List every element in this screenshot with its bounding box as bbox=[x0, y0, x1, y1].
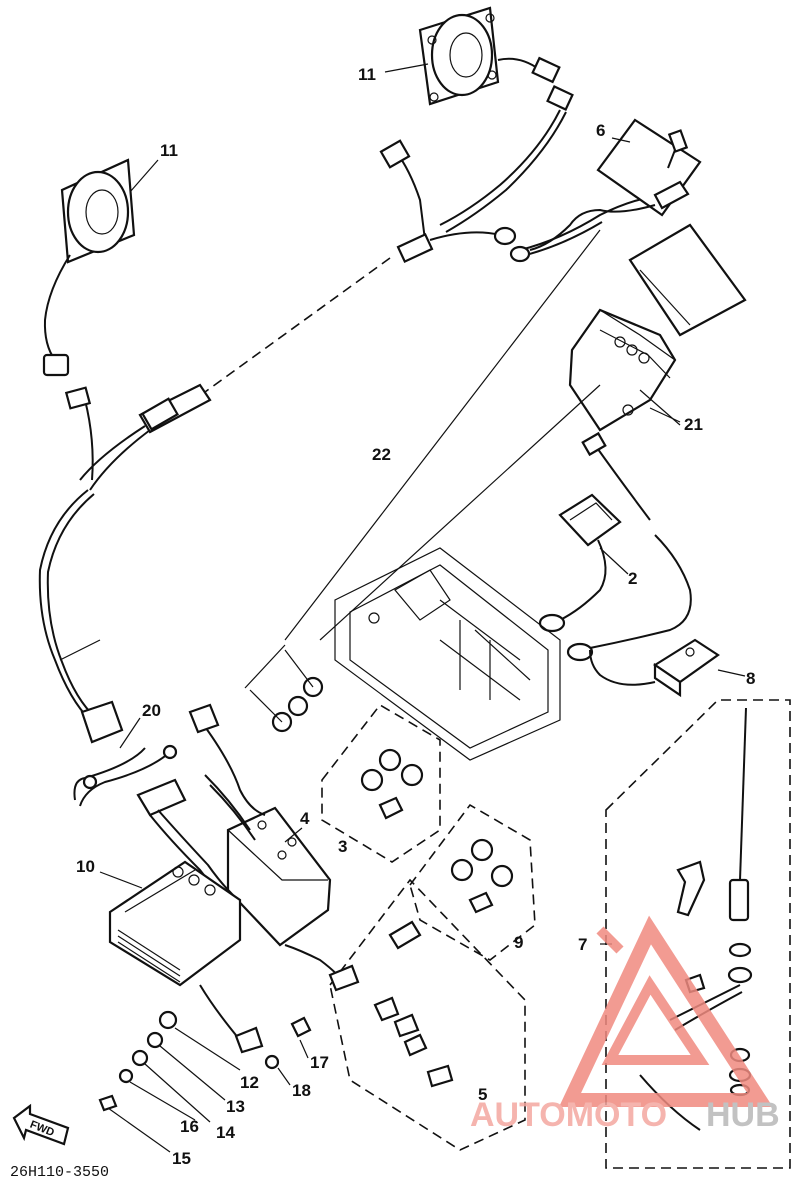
part-4-control-unit bbox=[136, 703, 360, 992]
label-21: 21 bbox=[684, 415, 703, 434]
label-7: 7 bbox=[578, 935, 587, 954]
label-8: 8 bbox=[746, 669, 755, 688]
label-6: 6 bbox=[596, 121, 605, 140]
label-3: 3 bbox=[338, 837, 347, 856]
part-20-wire bbox=[73, 744, 178, 807]
label-16: 16 bbox=[180, 1117, 199, 1136]
label-17: 17 bbox=[310, 1053, 329, 1072]
label-2: 2 bbox=[628, 569, 637, 588]
speaker-left bbox=[42, 158, 136, 377]
dashed-group-9 bbox=[409, 803, 536, 961]
label-12: 12 bbox=[240, 1073, 259, 1092]
leader-lines bbox=[99, 63, 746, 945]
watermark-text-part2: HUB bbox=[706, 1096, 780, 1134]
label-13: 13 bbox=[226, 1097, 245, 1116]
part-6-cover bbox=[529, 118, 702, 251]
dashed-group-3 bbox=[321, 703, 441, 863]
label-18: 18 bbox=[292, 1081, 311, 1100]
label-14: 14 bbox=[216, 1123, 235, 1142]
main-wire-harness bbox=[38, 139, 661, 744]
label-4: 4 bbox=[300, 809, 310, 828]
figure-code: 26H110-3550 bbox=[10, 1164, 109, 1181]
fastener-stack bbox=[98, 1010, 312, 1153]
label-5: 5 bbox=[478, 1085, 487, 1104]
label-11-top: 11 bbox=[358, 65, 376, 84]
label-20: 20 bbox=[142, 701, 161, 720]
part-10-heatsink-unit bbox=[108, 860, 264, 1054]
battery-and-bracket bbox=[568, 223, 747, 432]
dashed-group-7-antenna bbox=[605, 699, 791, 1169]
part-2-relay bbox=[538, 431, 692, 662]
label-11-left: 11 bbox=[160, 141, 178, 160]
label-15: 15 bbox=[172, 1149, 191, 1168]
label-10: 10 bbox=[76, 857, 95, 876]
part-8-unit bbox=[589, 638, 720, 698]
watermark-text-part1: AUTOMOTO bbox=[470, 1096, 667, 1134]
center-mount-assembly bbox=[244, 229, 601, 761]
label-22: 22 bbox=[372, 445, 391, 464]
watermark-logo: AUTOMOTO HUB bbox=[470, 915, 780, 1134]
label-9: 9 bbox=[514, 933, 523, 952]
dashed-group-5 bbox=[329, 878, 526, 1151]
speaker-top-right bbox=[418, 6, 574, 233]
fwd-arrow: FWD bbox=[12, 1103, 70, 1146]
